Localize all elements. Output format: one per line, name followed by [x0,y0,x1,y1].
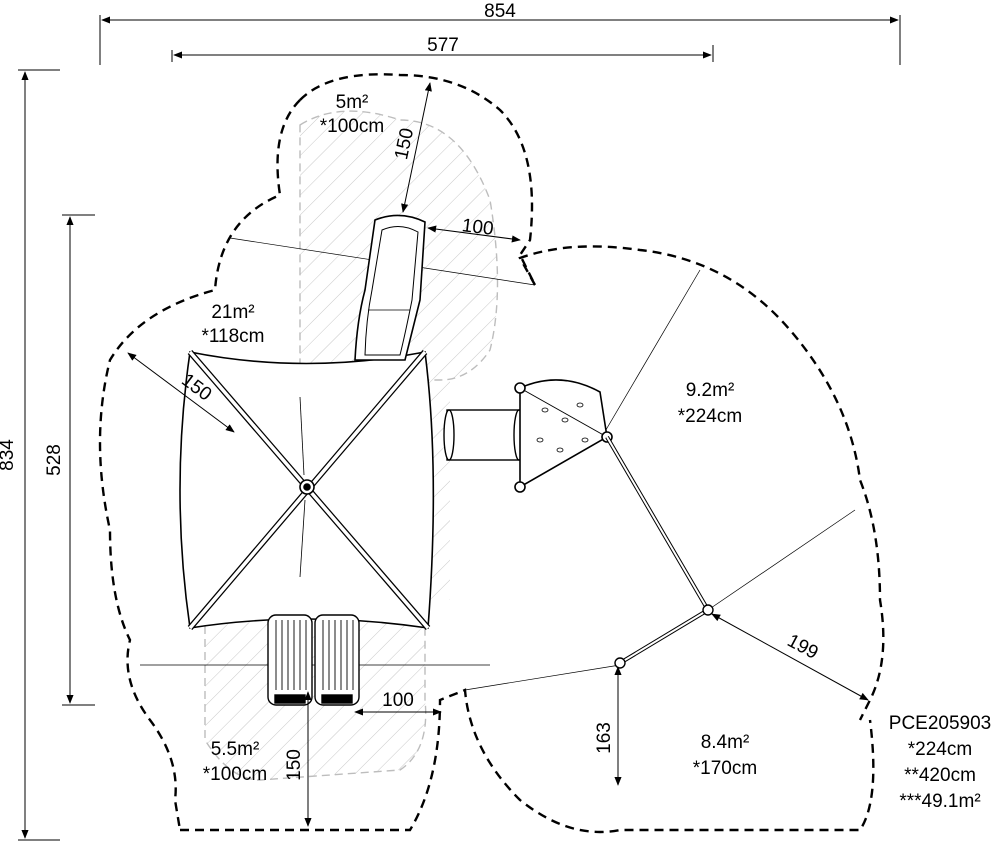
zone-right-area: 9.2m² [686,380,735,401]
net-clearance-label: 199 [784,630,822,663]
zone-top-height: *100cm [320,116,384,137]
double-slide-bottom [267,614,360,706]
inner-height-label: 528 [44,444,65,476]
zone-top-area: 5m² [336,92,369,113]
slide-side-clearance-label: 100 [461,215,495,240]
bottom-clearance-label: 150 [284,749,305,781]
zone-left-height: *118cm [201,326,264,347]
slide [354,214,426,361]
zone-lower-right-area: 8.4m² [701,732,750,753]
rope-net-links [605,435,714,669]
inner-width-label: 577 [427,35,459,56]
bottom-side-clearance-label: 100 [382,690,414,711]
roof-canopy [179,350,435,630]
product-total-height: **420cm [904,765,976,786]
climbing-wall [514,379,613,493]
dimension-lines [18,15,901,841]
zone-bottom-height: *100cm [203,764,267,785]
overall-width-label: 854 [484,1,516,22]
product-total-area: ***49.1m² [899,791,980,812]
zone-bottom-area: 5.5m² [211,739,260,760]
zone-lower-right-height: *170cm [693,758,757,779]
product-code: PCE205903 [889,713,991,734]
tunnel-bridge [443,409,525,461]
safety-area-outline [98,73,885,834]
lower-clearance-label: 163 [594,722,615,754]
product-fall-height: *224cm [908,739,972,760]
zone-right-height: *224cm [678,406,742,427]
zone-left-area: 21m² [211,302,254,323]
overall-height-label: 834 [0,439,18,471]
